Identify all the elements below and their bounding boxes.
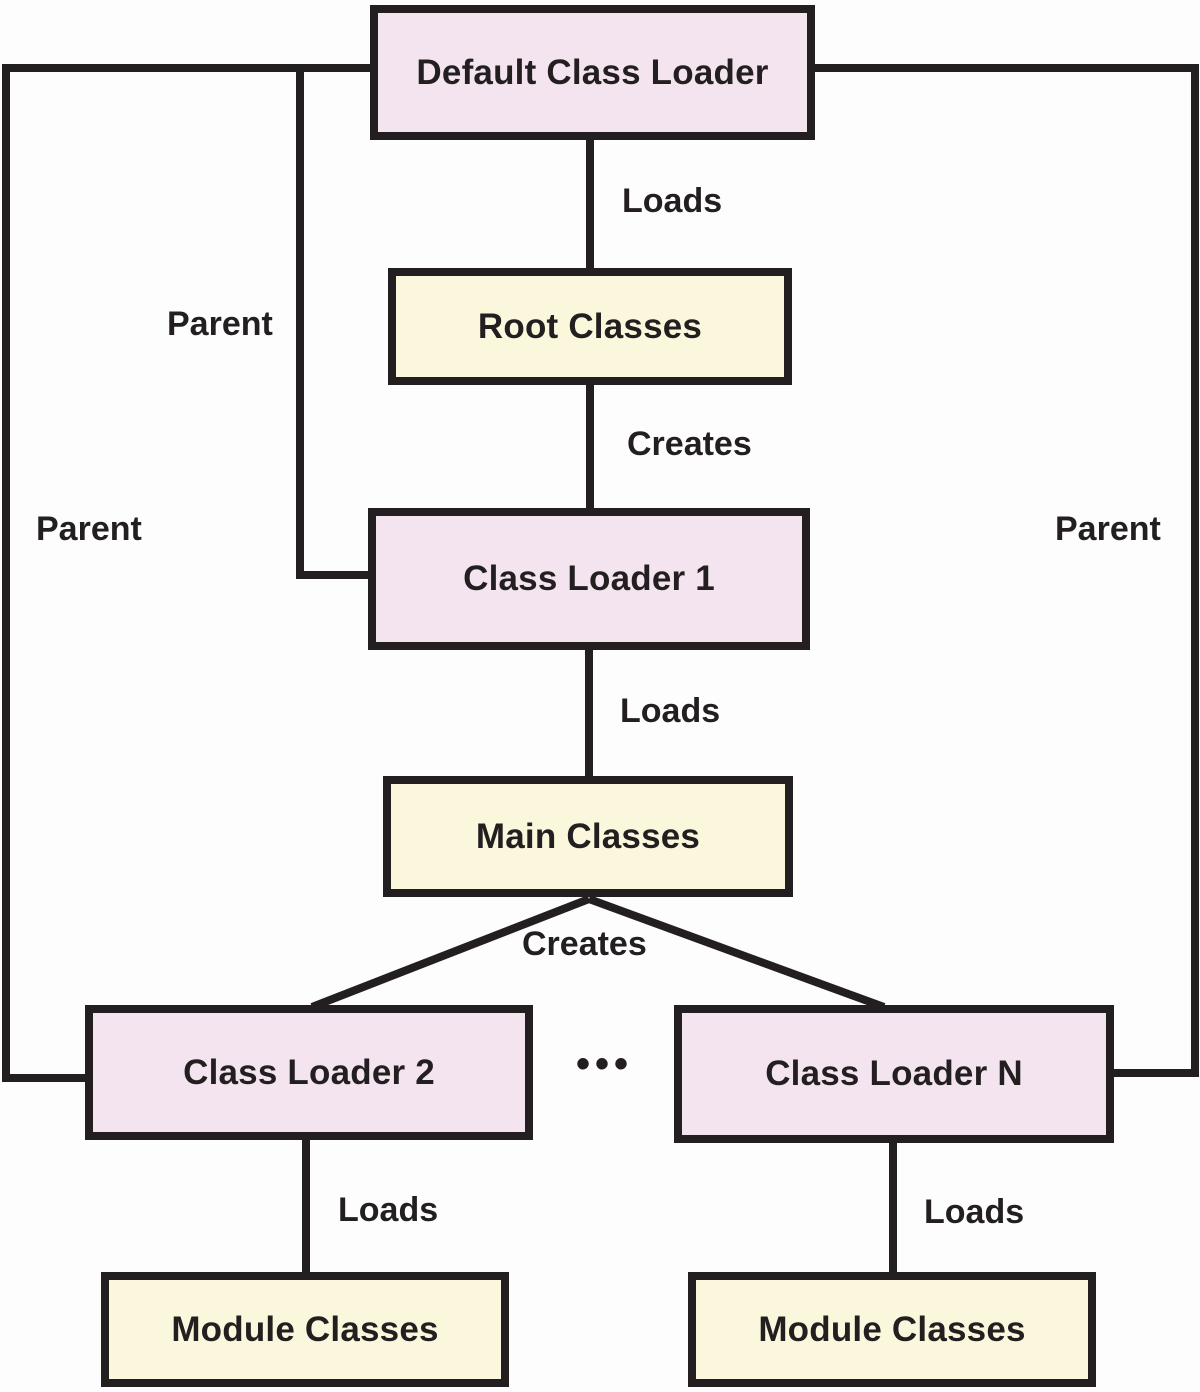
node-class-loader-2-label: Class Loader 2 [183,1052,435,1092]
edge-parent-inner-top-horizontal [2,64,374,72]
edge-parent-outer-right-stub [1110,1069,1199,1077]
edge-parent-outer-right-top-horizontal [811,64,1199,72]
edge-creates-top-vertical [586,383,594,512]
node-module-classes-left: Module Classes [101,1272,509,1387]
edge-parent-inner-vertical [296,64,304,579]
edge-loads-top-vertical [586,138,594,272]
node-main-classes-label: Main Classes [475,816,701,856]
edge-label-loads-top: Loads [622,182,723,220]
edge-label-parent-outer-right: Parent [1055,510,1161,548]
edge-parent-outer-left-vertical [2,64,10,1082]
node-class-loader-n-label: Class Loader N [765,1054,1023,1093]
node-class-loader-1: Class Loader 1 [368,508,810,650]
node-root-classes-label: Root Classes [477,306,703,346]
node-module-classes-right: Module Classes [688,1272,1096,1387]
edge-label-loads-mid: Loads [620,692,721,730]
node-class-loader-2: Class Loader 2 [85,1005,533,1140]
edge-parent-outer-left-stub [2,1074,92,1082]
edge-loads-bottom-left-vertical [302,1138,310,1276]
node-module-classes-right-label: Module Classes [758,1309,1026,1349]
edge-label-loads-bottom-right: Loads [924,1193,1025,1231]
edge-parent-outer-right-vertical [1191,64,1199,1077]
edge-label-loads-bottom-left: Loads [338,1191,439,1229]
edge-label-parent-outer-left: Parent [36,510,142,548]
creates-branch-lines [310,895,886,1011]
edge-label-parent-inner: Parent [167,305,273,343]
node-default-class-loader: Default Class Loader [370,5,815,140]
node-default-class-loader-label: Default Class Loader [416,52,769,92]
edge-label-creates-top: Creates [627,425,752,463]
edge-loads-bottom-right-vertical [889,1140,897,1276]
node-class-loader-1-label: Class Loader 1 [463,559,715,598]
node-module-classes-left-label: Module Classes [171,1309,439,1349]
edge-loads-mid-vertical [585,648,593,780]
node-class-loader-n: Class Loader N [674,1005,1114,1143]
edge-parent-inner-stub [296,571,374,579]
node-main-classes: Main Classes [383,776,793,897]
ellipsis-more-loaders: ••• [576,1042,634,1086]
edge-label-creates-bottom: Creates [522,925,647,963]
node-root-classes: Root Classes [388,268,792,385]
